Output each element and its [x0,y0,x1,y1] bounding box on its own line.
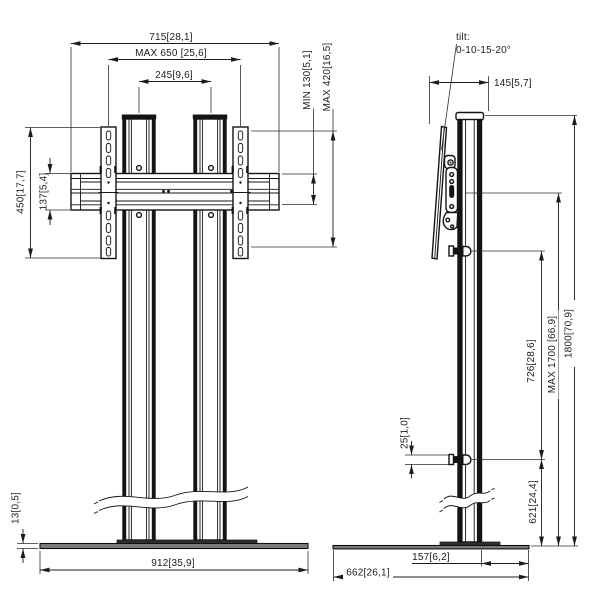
side-view: tilt: 0-10-15-20° [332,32,530,550]
break-symbol-front [93,486,249,514]
dim-depth-offset-label: 145[5,7] [494,78,532,89]
front-base [39,539,309,550]
dim-knob-to-base-label: 621[24,4] [528,480,539,524]
dim-base-width-label: 912[35,9] [151,558,195,569]
front-view [39,114,309,550]
tilt-leader-line [441,43,457,151]
column-top-cap [192,114,228,120]
column-top-cap [121,114,157,120]
dim-crossbar-height-label: 137[5,4] [39,173,50,211]
dim-knob-size-label: 25[1,0] [400,417,411,449]
screw [135,164,143,172]
screw [207,164,215,172]
dim-column-spacing-label: 245[9,6] [155,70,193,81]
dim-min-interface-label: MIN 130[5,1] [302,50,313,110]
tilt-bracket [442,154,459,231]
vesa-strip-left [98,126,119,260]
dim-bracket-to-knob-label: 726[28,6] [526,339,537,383]
dim-base-depth-label: 662[26,1] [346,568,390,579]
lower-knob [448,453,472,466]
side-dimensions: 145[5,7] 1800[70,9] MAX 1700 [66,9] 726[… [333,76,578,581]
dim-strip-height-label: 450[17,7] [16,170,27,214]
dim-overall-height-label: 1800[70,9] [564,309,575,358]
dim-overall-width-label: 715[28,1] [149,32,193,43]
dim-max-panel-width-label: MAX 650 [25,6] [135,48,207,59]
vesa-strip-right [230,126,251,260]
front-dimensions: 715[28,1] MAX 650 [25,6] 245[9,6] MIN 13… [11,32,337,574]
dim-base-rear-depth-label: 157[6,2] [412,552,450,563]
side-base [332,541,530,550]
tilted-strip [431,125,448,260]
dim-max-interface-label: MAX 420[16,5] [322,43,333,112]
tilt-label: tilt: [456,32,470,43]
upper-knob [448,245,472,257]
screw [207,211,215,219]
screw [135,211,143,219]
tilt-angles-label: 0-10-15-20° [456,45,511,56]
side-column [455,111,485,543]
break-symbol-side [439,487,495,513]
dim-base-thickness-label: 13[0,5] [11,492,22,524]
dim-max-screen-center-label: MAX 1700 [66,9] [547,316,558,394]
